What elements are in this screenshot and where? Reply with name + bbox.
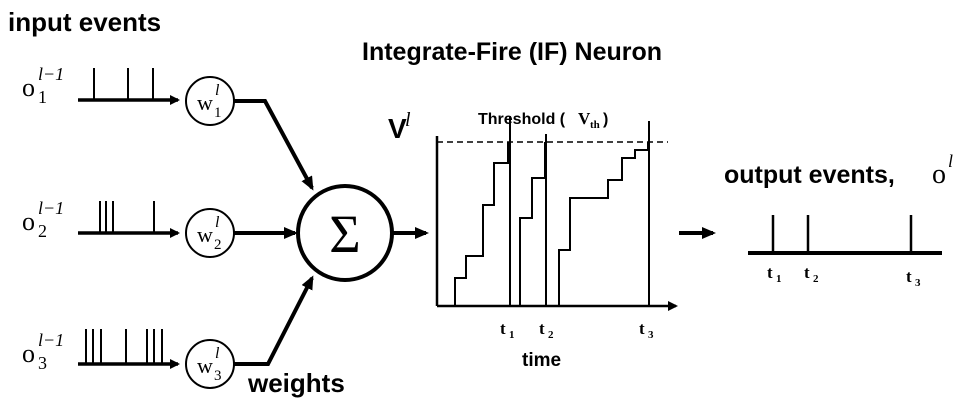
- weight-node-2: w l 2: [185, 208, 235, 258]
- input-superscript: l−1: [38, 330, 64, 350]
- time-symbol: t: [500, 319, 506, 338]
- output-symbol: o: [932, 159, 946, 190]
- time-symbol: t: [639, 319, 645, 338]
- potential-trace-2: [519, 142, 546, 306]
- voltage-symbol: V: [388, 113, 407, 144]
- spike-time-label-2: t 2: [539, 319, 554, 341]
- output-superscript: l: [948, 151, 953, 171]
- input-label-1: o l−1 1: [22, 64, 64, 107]
- input-label-3: o l−1 3: [22, 330, 64, 373]
- time-symbol: t: [906, 267, 912, 286]
- weight-superscript: l: [215, 214, 220, 231]
- output-time-label-2: t 2: [804, 263, 819, 285]
- spike-train-3: [78, 329, 180, 369]
- threshold-close: ): [603, 111, 608, 128]
- weight-symbol: w: [197, 90, 213, 115]
- input-symbol: o: [22, 339, 35, 368]
- spike-train-1: [78, 68, 180, 105]
- potential-trace-3: [558, 142, 649, 306]
- input-subscript: 1: [38, 87, 47, 107]
- time-subscript: 2: [813, 273, 819, 285]
- input-subscript: 2: [38, 221, 47, 241]
- output-label-text: output events,: [724, 161, 895, 189]
- voltage-superscript: l: [405, 109, 411, 131]
- weight-subscript: 3: [214, 368, 222, 384]
- time-subscript: 1: [509, 329, 515, 341]
- time-symbol: t: [804, 263, 810, 282]
- input-subscript: 3: [38, 353, 47, 373]
- time-subscript: 3: [915, 277, 921, 289]
- spike-time-label-1: t 1: [500, 319, 515, 341]
- spike-train-2: [78, 201, 180, 238]
- connection-arrows: [234, 99, 314, 366]
- potential-trace-1: [454, 142, 509, 306]
- time-symbol: t: [539, 319, 545, 338]
- threshold-subscript: th: [590, 119, 600, 131]
- weight-subscript: 2: [214, 237, 222, 253]
- weight-superscript: l: [215, 345, 220, 362]
- time-subscript: 3: [648, 329, 654, 341]
- weight-node-3: w l 3: [185, 339, 235, 389]
- output-time-label-3: t 3: [906, 267, 921, 289]
- output-spike-train: [748, 215, 942, 255]
- weight-symbol: w: [197, 222, 213, 247]
- summation-node: Σ: [296, 184, 394, 282]
- time-axis-label: time: [522, 350, 561, 371]
- time-subscript: 2: [548, 329, 554, 341]
- weight-superscript: l: [215, 82, 220, 99]
- time-subscript: 1: [776, 273, 782, 285]
- input-label-2: o l−1 2: [22, 198, 64, 241]
- membrane-potential-plot: V l Threshold ( V th ) t 1 t 2 t 3 time: [388, 109, 678, 371]
- weights-label: weights: [247, 368, 345, 398]
- weight-subscript: 1: [214, 105, 222, 121]
- threshold-text: Threshold (: [478, 111, 566, 128]
- weight-symbol: w: [197, 353, 213, 378]
- threshold-symbol: V: [578, 109, 591, 128]
- input-symbol: o: [22, 73, 35, 102]
- input-symbol: o: [22, 207, 35, 236]
- sigma-symbol: Σ: [329, 204, 360, 264]
- input-events-label: input events: [8, 7, 161, 37]
- input-superscript: l−1: [38, 64, 64, 84]
- output-time-label-1: t 1: [767, 263, 782, 285]
- threshold-label: Threshold ( V th ): [478, 109, 608, 131]
- output-events-label: output events, o l: [724, 151, 953, 190]
- neuron-title: Integrate-Fire (IF) Neuron: [362, 38, 662, 66]
- spike-time-label-3: t 3: [639, 319, 654, 341]
- input-superscript: l−1: [38, 198, 64, 218]
- time-symbol: t: [767, 263, 773, 282]
- weight-node-1: w l 1: [185, 76, 235, 126]
